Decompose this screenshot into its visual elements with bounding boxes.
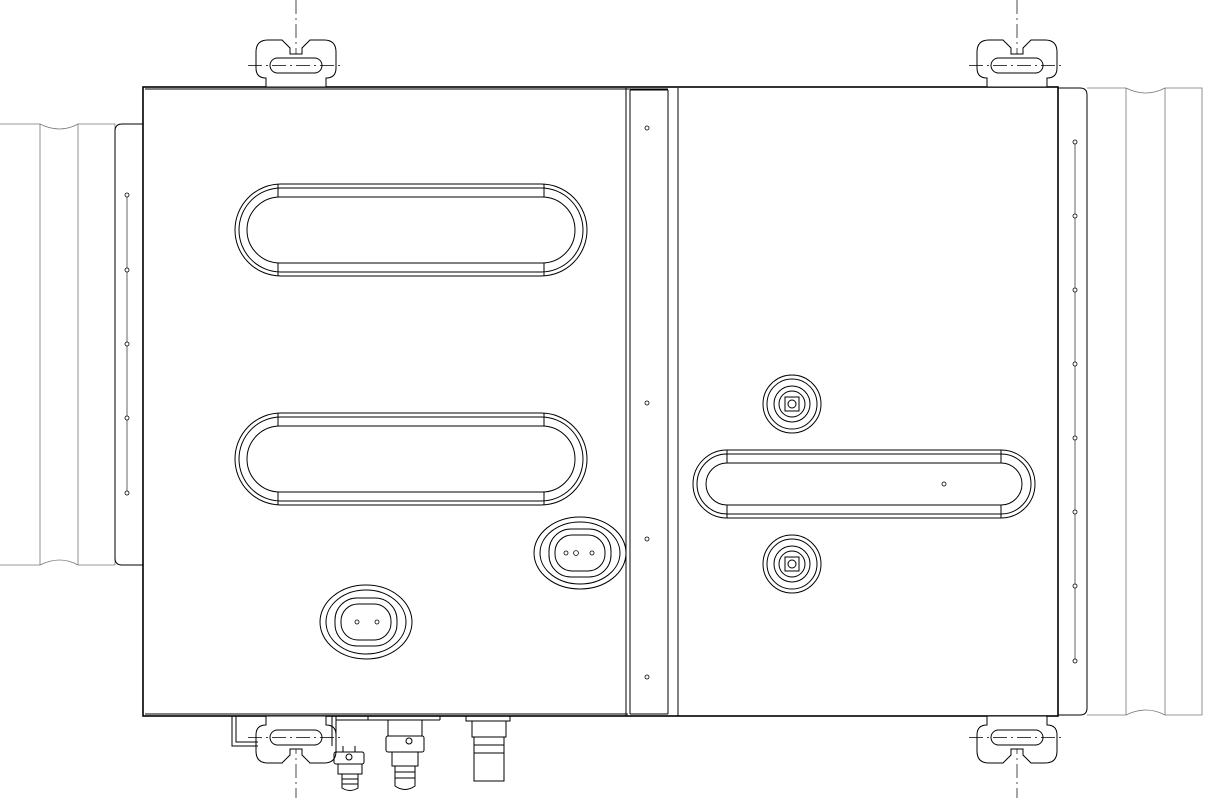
round-bushing-lower — [762, 534, 822, 594]
slot-right-panel — [692, 449, 1036, 519]
mounting-bracket-bottom-left — [248, 715, 344, 798]
slot-lower-left — [234, 412, 588, 506]
round-bushing-upper — [762, 374, 822, 434]
main-casing — [142, 86, 1059, 717]
pressure-port-lower — [319, 584, 413, 660]
mounting-bracket-top-right — [969, 0, 1065, 88]
centre-joint-strip — [625, 88, 679, 716]
pneumatic-fitting-right — [385, 719, 425, 790]
right-duct-spigot — [1058, 87, 1203, 716]
mounting-bracket-top-left — [248, 0, 344, 88]
pressure-port-upper — [533, 516, 627, 590]
pneumatic-fitting-left — [333, 746, 365, 791]
cable-gland — [465, 715, 511, 782]
mounting-bracket-bottom-right — [969, 715, 1065, 798]
slot-upper-left — [234, 183, 588, 277]
left-duct-spigot — [0, 123, 143, 566]
